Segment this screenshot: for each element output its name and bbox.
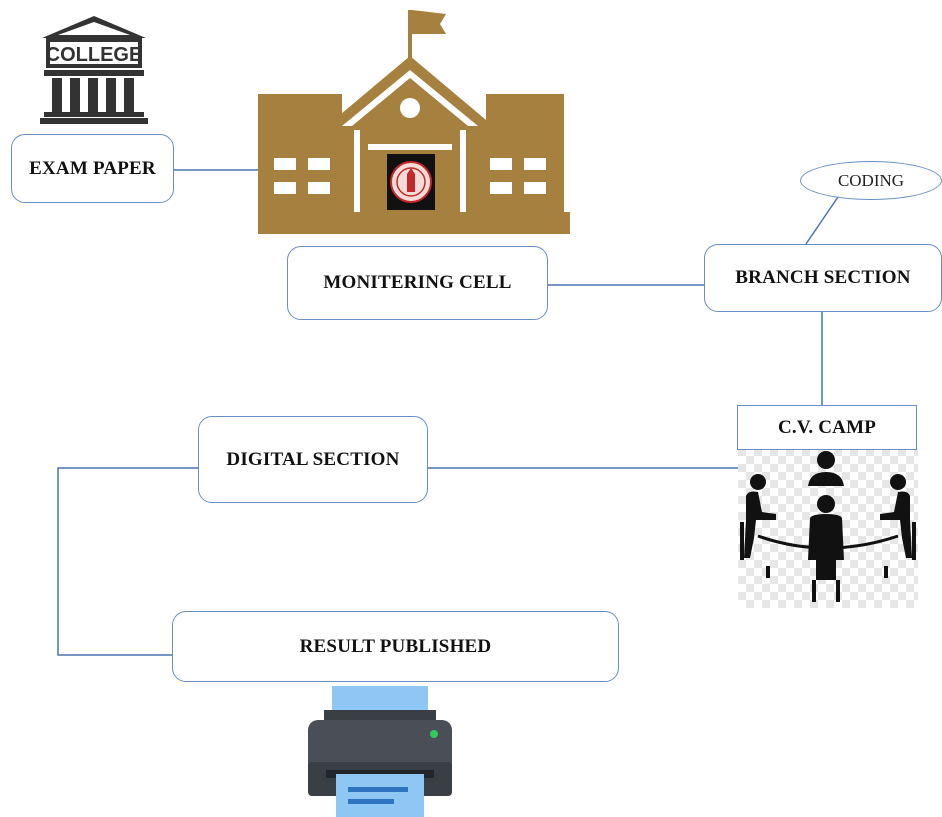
digital-section-label: DIGITAL SECTION bbox=[226, 448, 400, 470]
exam-paper-node: EXAM PAPER bbox=[11, 134, 174, 203]
coding-node: CODING bbox=[800, 161, 942, 200]
cv-camp-node: C.V. CAMP bbox=[737, 405, 917, 450]
college-building-icon: COLLEGE bbox=[40, 16, 148, 124]
digital-section-node: DIGITAL SECTION bbox=[198, 416, 428, 503]
result-published-node: RESULT PUBLISHED bbox=[172, 611, 619, 682]
coding-label: CODING bbox=[837, 170, 905, 190]
connector-coding-branch bbox=[805, 193, 841, 245]
university-building-icon bbox=[258, 10, 570, 234]
exam-paper-label: EXAM PAPER bbox=[29, 157, 156, 179]
cv-camp-label: C.V. CAMP bbox=[777, 416, 877, 438]
college-sign-text: COLLEGE bbox=[46, 44, 143, 66]
branch-section-node: BRANCH SECTION bbox=[704, 244, 942, 312]
monitering-cell-node: MONITERING CELL bbox=[287, 246, 548, 320]
meeting-people-icon bbox=[738, 448, 918, 608]
result-published-label: RESULT PUBLISHED bbox=[299, 635, 492, 657]
monitering-cell-label: MONITERING CELL bbox=[323, 272, 512, 293]
branch-section-label: BRANCH SECTION bbox=[735, 267, 911, 288]
connector-digital-result bbox=[57, 467, 198, 656]
printer-icon bbox=[308, 686, 452, 817]
